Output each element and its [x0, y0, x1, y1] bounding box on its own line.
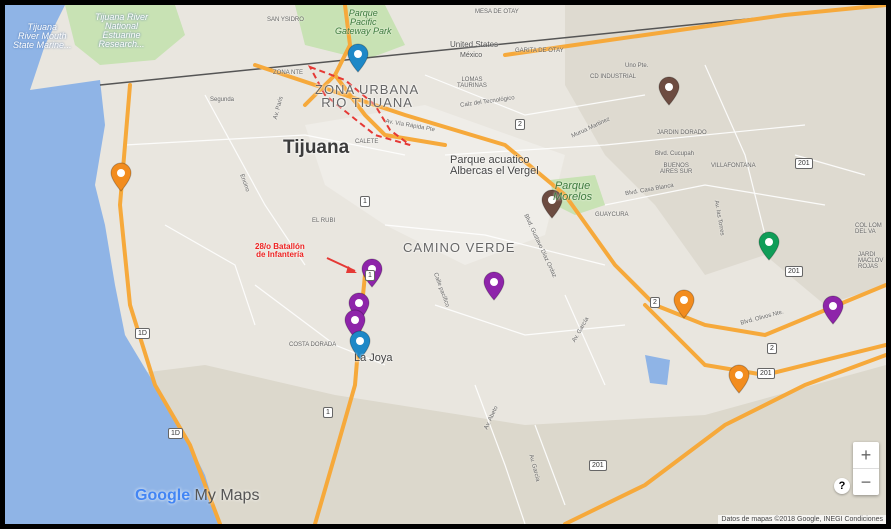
label-parque-morelos: Parque Morelos	[553, 180, 593, 203]
label-segunda: Segunda	[210, 97, 235, 103]
map-marker[interactable]	[822, 295, 844, 325]
map-marker[interactable]	[110, 162, 132, 192]
label-gateway-park: Parque Pacific Gateway Park	[335, 8, 392, 36]
map-attribution[interactable]: Datos de mapas ©2018 Google, INEGI Condi…	[718, 515, 886, 524]
map-marker[interactable]	[541, 189, 563, 219]
label-guaycura: GUAYCURA	[595, 212, 629, 218]
zoom-control: + −	[853, 442, 879, 495]
label-estuarine: Tijuana River National Estuarine Researc…	[95, 12, 148, 49]
label-camino-verde: CAMINO VERDE	[403, 240, 516, 255]
label-calete: CALETE	[355, 139, 379, 145]
label-river-mouth: Tijuana River Mouth State Marine...	[13, 22, 72, 50]
estuarine-park	[65, 5, 185, 65]
label-lomas-taurinas: LOMAS TAURINAS	[457, 77, 487, 89]
label-blvd-cucupah: Blvd. Cucupah	[655, 151, 695, 157]
map-marker[interactable]	[347, 43, 369, 73]
label-uno-pte: Uno Pte.	[625, 63, 649, 69]
zoom-in-button[interactable]: +	[860, 445, 872, 465]
route-shield: 1D	[168, 428, 183, 439]
map-marker[interactable]	[758, 231, 780, 261]
label-tijuana: Tijuana	[283, 137, 350, 158]
label-costa-dorada: COSTA DORADA	[289, 342, 337, 348]
zona-urbana-outline	[307, 65, 411, 146]
map-marker[interactable]	[658, 76, 680, 106]
route-shield: 2	[767, 343, 777, 354]
label-el-rubi: EL RUBI	[312, 218, 336, 224]
route-shield: 201	[757, 368, 775, 379]
label-cd-industrial: CD INDUSTRIAL	[590, 74, 637, 80]
route-shield: 1	[365, 270, 375, 281]
map-marker[interactable]	[673, 289, 695, 319]
route-shield: 1	[360, 196, 370, 207]
label-san-ysidro: SAN YSIDRO	[267, 17, 304, 23]
route-shield: 201	[795, 158, 813, 169]
route-shield: 201	[589, 460, 607, 471]
map-marker[interactable]	[728, 364, 750, 394]
label-garita-otay: GARITA DE OTAY	[515, 48, 564, 54]
route-shield: 1D	[135, 328, 150, 339]
label-jardin-dorado: JARDIN DORADO	[657, 130, 707, 136]
label-la-joya: La Joya	[354, 352, 393, 364]
label-buenos-aires: BUENOS AIRES SUR	[660, 163, 693, 175]
map-canvas[interactable]	[5, 5, 886, 524]
google-my-maps-logo: Google My Maps	[135, 487, 259, 505]
label-villafontana: VILLAFONTANA	[711, 163, 756, 169]
zoom-out-button[interactable]: −	[860, 472, 872, 492]
label-maclovio: JARDI MACLOV ROJAS	[858, 252, 884, 270]
label-col-lom: COL LOM DEL VA	[855, 223, 882, 235]
route-shield: 201	[785, 266, 803, 277]
route-shield: 1	[323, 407, 333, 418]
label-parque-acuatico: Parque acuatico Albercas el Vergel	[450, 154, 539, 177]
google-wordmark: Google	[135, 487, 191, 504]
label-mexico: México	[460, 52, 483, 59]
map-marker[interactable]	[349, 330, 371, 360]
label-zona-urbana: ZONA URBANA RIO TIJUANA	[315, 82, 420, 110]
morelos-park	[550, 175, 605, 215]
annotation-batallon: 28/o Batallón de Infantería	[255, 242, 305, 259]
route-shield: 2	[515, 119, 525, 130]
label-mesa-otay: MESA DE OTAY	[475, 9, 519, 15]
map-marker[interactable]	[483, 271, 505, 301]
my-maps-wordmark: My Maps	[190, 487, 260, 504]
zoom-separator	[853, 468, 879, 469]
label-united-states: United States	[450, 40, 499, 49]
help-button[interactable]: ?	[834, 478, 850, 494]
route-shield: 2	[650, 297, 660, 308]
label-zona-nte: ZONA NTE	[273, 70, 304, 76]
pacific-ocean	[5, 5, 220, 524]
